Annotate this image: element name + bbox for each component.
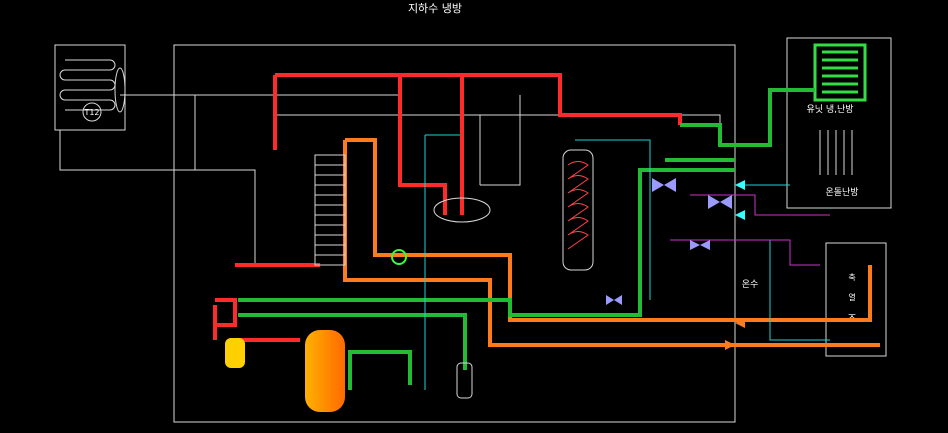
main-frame: [173, 44, 736, 423]
cold-refrigerant-lines: [238, 88, 815, 390]
floor-heating-label: 온돌난방: [825, 187, 858, 198]
unit-cooling-heating-label: 유닛 냉,난방: [806, 104, 853, 115]
pump-icon: [391, 249, 407, 265]
heating-return-lines: [670, 194, 830, 266]
hot-water-label: 온수: [742, 279, 759, 290]
fan-icon: [82, 102, 102, 122]
valves: [606, 178, 732, 305]
heat-exchanger: [314, 154, 346, 266]
hot-refrigerant-lines: [213, 73, 682, 342]
hot-water-tank: 온수: [562, 149, 759, 290]
unit-cooling-heating-box: 유닛 냉,난방 온돌난방: [786, 37, 892, 209]
storage-tank-box: 축 열 조: [825, 242, 887, 357]
storage-tank-label-1: 축: [848, 273, 855, 282]
storage-tank-label-2: 열: [848, 293, 855, 302]
receiver-tank: [225, 338, 245, 368]
compressor-icon: [433, 197, 491, 223]
accumulator: [305, 330, 345, 412]
outdoor-coil: T12: [54, 44, 126, 131]
flow-arrows: [735, 180, 745, 220]
sensor-cup: [456, 362, 473, 399]
cooling-water-lines: [424, 134, 830, 390]
fan-coil-id: T12: [83, 108, 99, 117]
flow-arrows-2: [725, 318, 745, 350]
diagram-title: 지하수 냉방: [408, 1, 462, 15]
